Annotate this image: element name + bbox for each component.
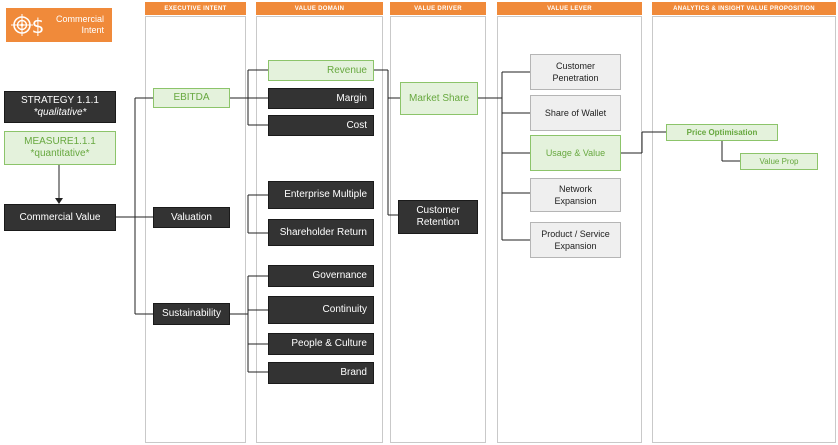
customer-retention-line2: Retention — [416, 217, 460, 228]
badge-title-line2: Intent — [81, 25, 104, 35]
value-prop-node[interactable]: Value Prop — [740, 153, 818, 170]
shareholder-return-node[interactable]: Shareholder Return — [268, 219, 374, 246]
measure-legend-box: MEASURE1.1.1 *quantitative* — [4, 131, 116, 165]
governance-node[interactable]: Governance — [268, 265, 374, 287]
header-analytics: ANALYTICS & INSIGHT VALUE PROPOSITION — [652, 2, 836, 15]
target-dollar-icon: $ — [11, 14, 45, 38]
valuation-node[interactable]: Valuation — [153, 207, 230, 228]
header-value-driver: VALUE DRIVER — [390, 2, 486, 15]
margin-node[interactable]: Margin — [268, 88, 374, 109]
continuity-node[interactable]: Continuity — [268, 296, 374, 324]
strategy-sub: *qualitative* — [33, 107, 87, 118]
svg-text:$: $ — [32, 14, 45, 38]
network-expansion-line2: Expansion — [554, 196, 597, 206]
customer-penetration-node[interactable]: Customer Penetration — [530, 54, 621, 90]
enterprise-multiple-node[interactable]: Enterprise Multiple — [268, 181, 374, 209]
customer-retention-line1: Customer — [416, 205, 460, 216]
ebitda-node[interactable]: EBITDA — [153, 88, 230, 108]
header-value-domain: VALUE DOMAIN — [256, 2, 383, 15]
customer-penetration-line2: Penetration — [552, 73, 599, 83]
strategy-legend-box: STRATEGY 1.1.1 *qualitative* — [4, 91, 116, 123]
customer-penetration-line1: Customer — [555, 61, 595, 71]
brand-node[interactable]: Brand — [268, 362, 374, 384]
cost-node[interactable]: Cost — [268, 115, 374, 136]
price-optimisation-node[interactable]: Price Optimisation — [666, 124, 778, 141]
header-value-lever: VALUE LEVER — [497, 2, 642, 15]
badge-title-line1: Commercial — [55, 14, 104, 24]
badge-label: Commercial Intent — [52, 14, 104, 36]
revenue-node[interactable]: Revenue — [268, 60, 374, 81]
product-service-line2: Expansion — [554, 241, 597, 251]
column-executive-intent — [145, 16, 246, 443]
network-expansion-node[interactable]: Network Expansion — [530, 178, 621, 212]
strategy-title: STRATEGY 1.1.1 — [21, 95, 99, 106]
product-service-expansion-node[interactable]: Product / Service Expansion — [530, 222, 621, 258]
share-of-wallet-node[interactable]: Share of Wallet — [530, 95, 621, 131]
sustainability-node[interactable]: Sustainability — [153, 303, 230, 325]
product-service-line1: Product / Service — [541, 229, 610, 239]
commercial-value-node[interactable]: Commercial Value — [4, 204, 116, 231]
people-culture-node[interactable]: People & Culture — [268, 333, 374, 355]
network-expansion-line1: Network — [558, 184, 592, 194]
commercial-intent-badge: $ Commercial Intent — [6, 8, 112, 42]
customer-retention-node[interactable]: Customer Retention — [398, 200, 478, 234]
measure-sub: *quantitative* — [30, 148, 90, 159]
column-analytics — [652, 16, 836, 443]
usage-value-node[interactable]: Usage & Value — [530, 135, 621, 171]
header-executive-intent: EXECUTIVE INTENT — [145, 2, 246, 15]
market-share-node[interactable]: Market Share — [400, 82, 478, 115]
measure-title: MEASURE1.1.1 — [24, 136, 96, 147]
